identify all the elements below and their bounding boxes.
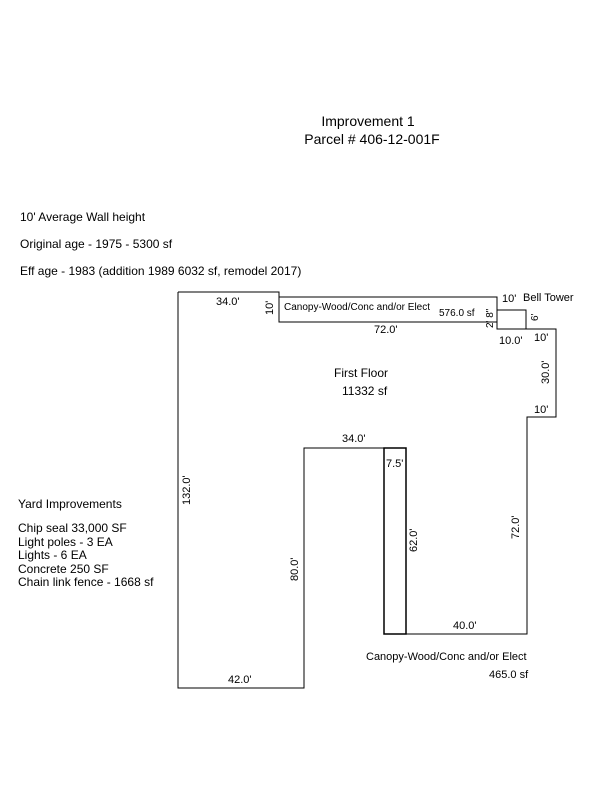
yard-heading: Yard Improvements bbox=[18, 497, 122, 511]
canopy-top-area: 576.0 sf bbox=[439, 308, 475, 319]
eff-age-note: Eff age - 1983 (addition 1989 6032 sf, r… bbox=[20, 264, 302, 278]
canopy-bottom-label: Canopy-Wood/Conc and/or Elect bbox=[366, 651, 527, 663]
inner-canopy-outline bbox=[383, 447, 407, 635]
dim-bell-right: 6' bbox=[530, 313, 541, 321]
dim-east-bottom: 10' bbox=[534, 404, 548, 416]
original-age-note: Original age - 1975 - 5300 sf bbox=[20, 237, 173, 251]
yard-list: Chip seal 33,000 SF Light poles - 3 EA L… bbox=[18, 521, 154, 590]
canopy-top-label: Canopy-Wood/Conc and/or Elect bbox=[284, 302, 430, 313]
dim-east-top: 10' bbox=[534, 332, 548, 344]
bell-tower-outline bbox=[496, 309, 527, 330]
parcel-number: Parcel # 406-12-001F bbox=[304, 131, 440, 147]
dim-inner-canopy: 62.0' bbox=[408, 528, 420, 552]
dim-inner-bottom: 40.0' bbox=[453, 620, 477, 632]
dim-canopy-bottom: 72.0' bbox=[374, 324, 398, 336]
improvement-title: Improvement 1 bbox=[321, 113, 415, 129]
yard-item: Chain link fence - 1668 sf bbox=[18, 575, 154, 589]
yard-item: Chip seal 33,000 SF bbox=[18, 521, 127, 535]
main-building-outline bbox=[177, 291, 557, 689]
dim-canopy-left: 10' bbox=[264, 301, 276, 315]
dim-right-side: 72.0' bbox=[510, 515, 522, 539]
first-floor-label: First Floor bbox=[334, 366, 388, 380]
dim-left: 132.0' bbox=[181, 475, 193, 505]
first-floor-area: 11332 sf bbox=[342, 384, 388, 398]
dim-top-left: 34.0' bbox=[216, 296, 240, 308]
yard-item: Lights - 6 EA bbox=[18, 548, 87, 562]
bell-tower-label: Bell Tower bbox=[523, 292, 574, 304]
dim-east-side: 30.0' bbox=[540, 360, 552, 384]
yard-item: Light poles - 3 EA bbox=[18, 534, 113, 549]
dim-bottom: 42.0' bbox=[228, 674, 252, 686]
dim-bell-bottom: 10.0' bbox=[499, 335, 523, 347]
dim-inner-small: 7.5' bbox=[386, 458, 403, 470]
dim-inner-top: 34.0' bbox=[342, 433, 366, 445]
wall-height-note: 10' Average Wall height bbox=[20, 210, 146, 224]
dim-inner-left: 80.0' bbox=[289, 557, 301, 581]
canopy-bottom-area: 465.0 sf bbox=[489, 669, 529, 681]
yard-item: Concrete 250 SF bbox=[18, 561, 109, 576]
dim-bell-top: 10' bbox=[502, 293, 516, 305]
dim-canopy-right: 2' 8" bbox=[485, 308, 496, 328]
